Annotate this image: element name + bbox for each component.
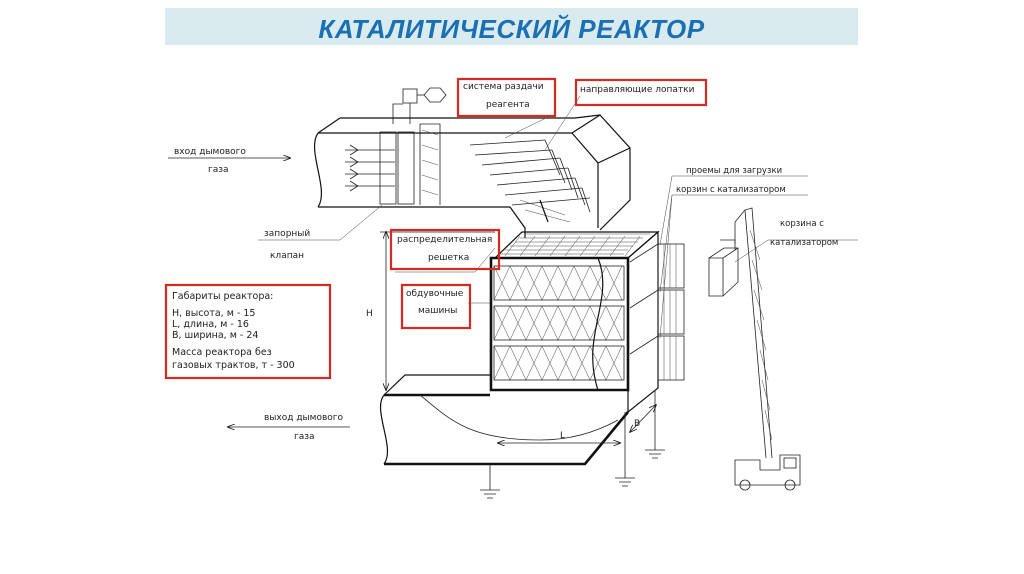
basket-label-2: катализатором: [770, 238, 838, 248]
highlight-specs: [164, 283, 332, 380]
crane: [708, 207, 801, 491]
reagent-system-label-2: реагента: [486, 100, 530, 110]
specs-heading: Габариты реактора:: [172, 291, 273, 302]
outlet-duct: [379, 374, 665, 499]
distribution-grid-label-1: распределительная: [397, 235, 492, 245]
inlet-duct: [313, 87, 601, 208]
loading-openings-label-2: корзин с катализатором: [676, 185, 786, 195]
gas-outlet-label-1: выход дымового: [264, 413, 343, 423]
reactor-body: [489, 230, 685, 413]
highlight-boxes: [164, 77, 708, 380]
dim-h-label: H: [366, 309, 373, 319]
gas-inlet-label-2: газа: [208, 165, 229, 175]
shutoff-valve-label-2: клапан: [270, 251, 304, 261]
guide-vanes-elbow: [469, 114, 631, 238]
reagent-system-label-1: система раздачи: [463, 82, 544, 92]
page-title: КАТАЛИТИЧЕСКИЙ РЕАКТОР: [318, 14, 705, 44]
guide-vanes-label: направляющие лопатки: [580, 85, 695, 95]
blowers-label-1: обдувочные: [406, 289, 464, 299]
gas-inlet-label-1: вход дымового: [174, 147, 246, 157]
dim-b-label: B: [634, 419, 640, 429]
loading-openings-label-1: проемы для загрузки: [686, 166, 782, 176]
specs-panel: Габариты реактора: H, высота, м - 15 L, …: [172, 291, 295, 371]
dim-l-label: L: [560, 431, 565, 441]
specs-width: B, ширина, м - 24: [172, 330, 258, 341]
specs-length: L, длина, м - 16: [172, 319, 249, 330]
title-bar: КАТАЛИТИЧЕСКИЙ РЕАКТОР: [165, 8, 858, 45]
distribution-grid-label-2: решетка: [428, 253, 469, 263]
basket-label-1: корзина с: [780, 219, 824, 229]
gas-outlet-label-2: газа: [294, 432, 315, 442]
specs-mass-2: газовых трактов, т - 300: [172, 360, 295, 371]
highlight-reagent-system: [456, 77, 557, 118]
specs-mass-1: Масса реактора без: [172, 347, 272, 358]
blowers-label-2: машины: [418, 306, 457, 316]
specs-height: H, высота, м - 15: [172, 308, 255, 319]
highlight-distribution-grid: [389, 228, 501, 271]
dimension-lines: H L B: [366, 232, 656, 443]
highlight-guide-vanes: [574, 78, 708, 107]
leader-lines: [258, 95, 858, 339]
highlight-blowers: [400, 283, 472, 330]
shutoff-valve-label-1: запорный: [264, 229, 310, 239]
